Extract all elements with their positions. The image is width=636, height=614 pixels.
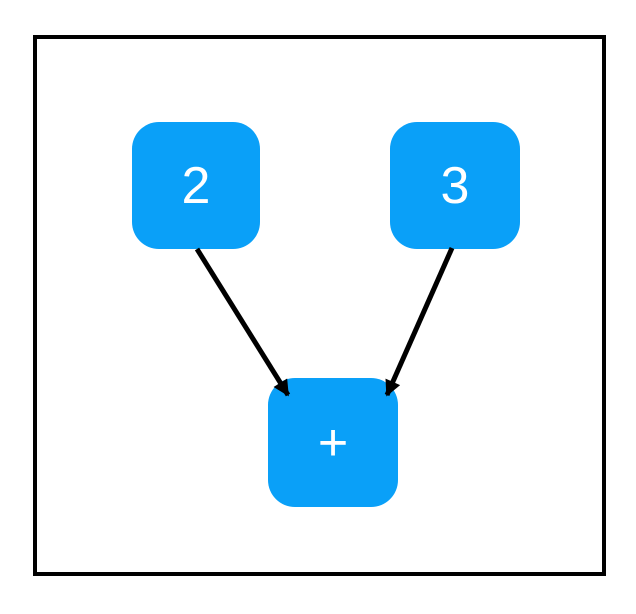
node-operand-right-label: 3 (440, 156, 470, 215)
node-operand-left-label: 2 (181, 156, 211, 215)
node-operand-right[interactable]: 3 (390, 122, 520, 249)
node-operator-plus[interactable]: + (268, 378, 398, 507)
node-operator-plus-label: + (317, 413, 349, 472)
node-operand-left[interactable]: 2 (132, 122, 260, 249)
